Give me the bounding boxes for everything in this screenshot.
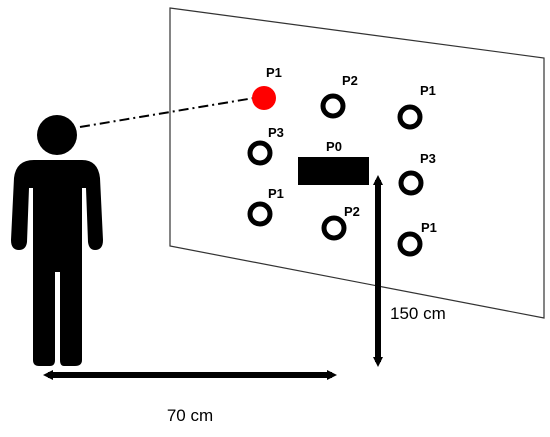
target-ring	[247, 140, 273, 166]
gaze-line	[79, 97, 255, 128]
person-icon	[11, 115, 103, 366]
target-label: P2	[344, 204, 360, 219]
target-ring	[321, 215, 347, 241]
target-label: P1	[420, 83, 436, 98]
center-block-label: P0	[326, 139, 342, 154]
target-label: P2	[342, 73, 358, 88]
target-ring	[320, 93, 346, 119]
target-active	[252, 86, 276, 110]
target-label: P3	[420, 151, 436, 166]
distance-label: 70 cm	[167, 406, 213, 425]
height-label: 150 cm	[390, 304, 446, 323]
center-block	[298, 157, 369, 185]
target-label: P3	[268, 125, 284, 140]
target-label: P1	[421, 220, 437, 235]
target-ring	[398, 170, 424, 196]
target-ring	[397, 231, 423, 257]
target-ring	[247, 201, 273, 227]
target-label: P1	[268, 186, 284, 201]
target-ring	[397, 104, 423, 130]
target-label: P1	[266, 65, 282, 80]
